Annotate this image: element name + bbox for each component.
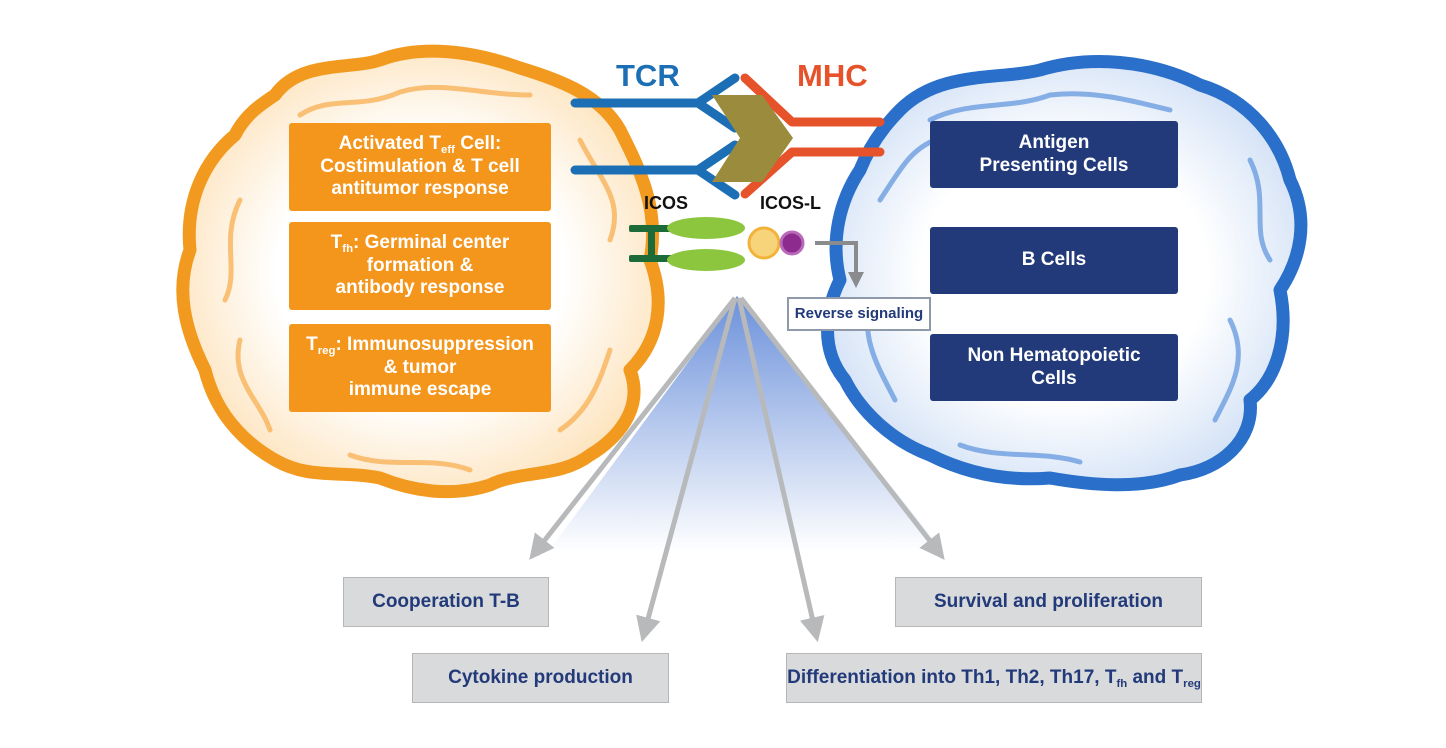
diff-text-b: and T	[1127, 666, 1184, 688]
signal-fan	[548, 296, 944, 552]
treg-box: Treg: Immunosuppression & tumor immune e…	[289, 324, 551, 412]
cytokine-box: Cytokine production	[412, 653, 669, 703]
teff-line2: Costimulation & T cell	[320, 155, 520, 177]
treg-sub: reg	[317, 344, 336, 357]
nonhem-line1: Non Hematopoietic	[967, 344, 1141, 366]
teff-line3: antitumor response	[331, 178, 509, 200]
icos-l-label: ICOS-L	[760, 193, 821, 213]
treg-line2: & tumor	[383, 356, 457, 378]
nonhem-box: Non Hematopoietic Cells	[930, 334, 1178, 401]
tfh-line1b: : Germinal center	[353, 231, 510, 253]
survival-box: Survival and proliferation	[895, 577, 1202, 627]
arrow-to-cytokine	[636, 297, 738, 643]
cooperation-label: Cooperation T-B	[372, 590, 520, 612]
apc-line2: Presenting Cells	[979, 154, 1129, 176]
arrow-to-cooperation	[529, 296, 737, 560]
mhc-label: MHC	[797, 58, 868, 93]
bcells-label: B Cells	[1021, 249, 1087, 271]
icos-label: ICOS	[644, 193, 689, 213]
teff-line1a: Activated T	[338, 132, 442, 154]
tfh-box: Tfh: Germinal center formation & antibod…	[289, 222, 551, 310]
differentiation-label: Differentiation into Th1, Th2, Th17, Tfh…	[787, 667, 1201, 690]
tfh-line2: formation &	[366, 254, 474, 276]
arrow-to-differentiation	[736, 297, 825, 643]
tfh-line1a: T	[330, 231, 343, 253]
cooperation-box: Cooperation T-B	[343, 577, 549, 627]
diff-text-a: Differentiation into Th1, Th2, Th17, T	[787, 666, 1117, 688]
bcells-box: B Cells	[930, 227, 1178, 294]
nonhem-line2: Cells	[1031, 367, 1077, 389]
antigen-peptide	[712, 95, 793, 182]
treg-line1a: T	[306, 333, 318, 355]
tfh-sub: fh	[342, 242, 354, 255]
survival-label: Survival and proliferation	[933, 590, 1164, 612]
signal-arrows	[529, 296, 945, 643]
treg-line1b: : Immunosuppression	[335, 333, 534, 355]
tcr-receptor	[570, 73, 740, 200]
tcr-label: TCR	[616, 58, 680, 93]
reverse-signaling-label: Reverse signaling	[794, 305, 924, 322]
diff-sub-fh: fh	[1116, 677, 1128, 690]
teff-box: Activated Teff Cell: Costimulation & T c…	[289, 123, 551, 211]
teff-line1b: Cell:	[454, 132, 502, 154]
tfh-line3: antibody response	[335, 277, 505, 299]
differentiation-box: Differentiation into Th1, Th2, Th17, Tfh…	[786, 653, 1202, 703]
treg-line3: immune escape	[348, 379, 492, 401]
reverse-signaling-arrow	[815, 241, 864, 288]
reverse-signaling-box: Reverse signaling	[787, 297, 931, 331]
teff-sub: eff	[441, 143, 455, 156]
apc-box: Antigen Presenting Cells	[930, 121, 1178, 188]
arrow-to-survival	[739, 296, 945, 560]
icos-receptor	[629, 217, 745, 271]
cytokine-label: Cytokine production	[448, 666, 633, 688]
diff-sub-reg: reg	[1183, 677, 1201, 690]
apc-line1: Antigen	[1018, 131, 1090, 153]
icos-ligand	[747, 226, 805, 260]
